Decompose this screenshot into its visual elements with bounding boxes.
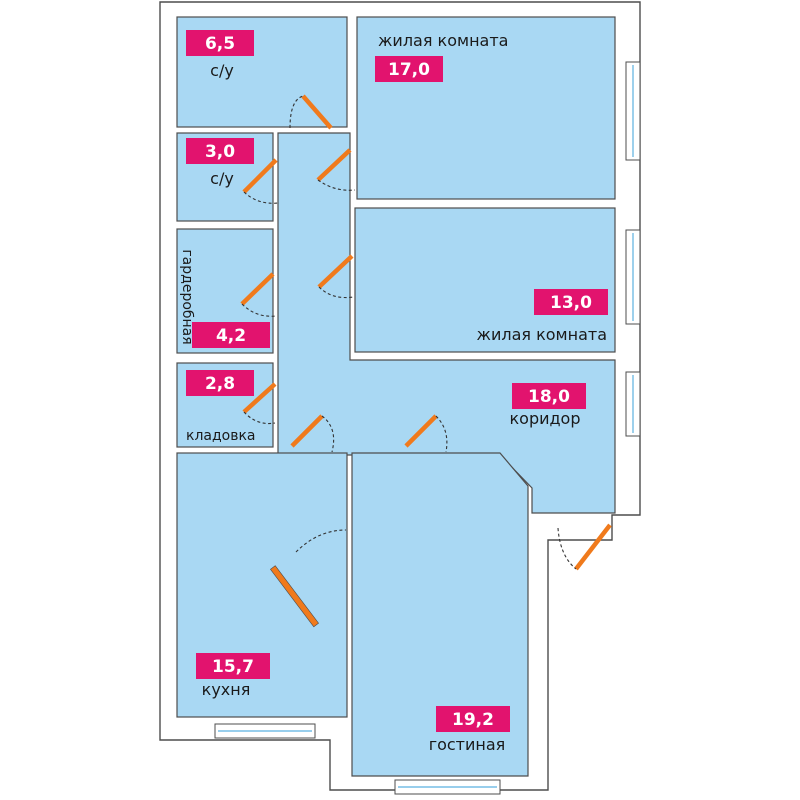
swing-corridor-1 xyxy=(321,415,335,453)
area-badge xyxy=(512,383,586,409)
door-storage xyxy=(242,382,277,414)
area-value: 3,0 xyxy=(205,142,235,162)
room-name: с/у xyxy=(210,61,234,80)
room-guest-room-info: 19,2 гостиная xyxy=(429,706,510,754)
room-living-room-2-info: 13,0 жилая комната xyxy=(477,289,608,344)
window-living-room-1 xyxy=(625,61,641,161)
room-living-room-2 xyxy=(354,207,616,353)
swing-bathroom-1 xyxy=(289,95,304,129)
room-name: кладовка xyxy=(186,428,256,444)
door-corridor-1 xyxy=(290,414,324,448)
area-value: 18,0 xyxy=(528,387,570,407)
area-badge xyxy=(196,653,270,679)
area-value: 13,0 xyxy=(550,293,592,313)
area-badge xyxy=(375,56,443,82)
door-entrance xyxy=(574,523,612,571)
door-wardrobe xyxy=(240,272,275,306)
door-bathroom-2 xyxy=(242,158,278,194)
area-badge xyxy=(192,322,270,348)
door-bathroom-1 xyxy=(301,94,333,130)
swing-kitchen-guest xyxy=(295,529,347,553)
area-badge xyxy=(436,706,510,732)
room-guest-room xyxy=(351,452,529,777)
room-living-room-1-info: жилая комната 17,0 xyxy=(375,31,508,82)
room-name: гостиная xyxy=(429,735,506,754)
room-name: с/у xyxy=(210,169,234,188)
area-value: 17,0 xyxy=(388,60,430,80)
room-kitchen-info: 15,7 кухня xyxy=(196,653,270,699)
window-corridor xyxy=(625,371,641,437)
swing-living-room-1 xyxy=(317,179,356,191)
area-value: 15,7 xyxy=(212,657,254,677)
area-value: 4,2 xyxy=(216,326,246,346)
room-bathroom-2-info: 3,0 с/у xyxy=(186,138,254,188)
door-living-room-2 xyxy=(317,254,354,289)
area-badge xyxy=(186,138,254,164)
swing-bathroom-2 xyxy=(243,191,279,204)
area-value: 6,5 xyxy=(205,34,235,54)
swing-storage xyxy=(243,411,276,425)
area-badge xyxy=(186,30,254,56)
room-name: гардеробная xyxy=(179,249,195,344)
room-name: кухня xyxy=(202,680,251,699)
door-corridor-2 xyxy=(404,414,438,448)
door-kitchen-guest xyxy=(270,565,319,628)
room-name: жилая комната xyxy=(477,325,607,344)
room-bathroom-1-info: 6,5 с/у xyxy=(186,30,254,80)
swing-corridor-2 xyxy=(435,415,448,453)
room-name: коридор xyxy=(509,409,580,428)
swing-wardrobe xyxy=(241,303,277,317)
area-badge xyxy=(534,289,608,315)
window-guest-room xyxy=(394,779,501,795)
room-wardrobe-info: гардеробная 4,2 xyxy=(179,249,270,348)
area-value: 19,2 xyxy=(452,710,494,730)
room-name: жилая комната xyxy=(378,31,508,50)
area-badge xyxy=(186,370,254,396)
door-living-room-1 xyxy=(316,148,352,182)
window-living-room-2 xyxy=(625,229,641,325)
room-corridor xyxy=(277,132,616,514)
area-value: 2,8 xyxy=(205,374,235,394)
swing-entrance xyxy=(557,527,577,570)
window-kitchen xyxy=(214,723,316,739)
room-corridor-info: 18,0 коридор xyxy=(509,383,586,428)
swing-living-room-2 xyxy=(318,286,355,299)
room-storage-info: 2,8 кладовка xyxy=(186,370,256,444)
room-living-room-1 xyxy=(356,16,616,200)
